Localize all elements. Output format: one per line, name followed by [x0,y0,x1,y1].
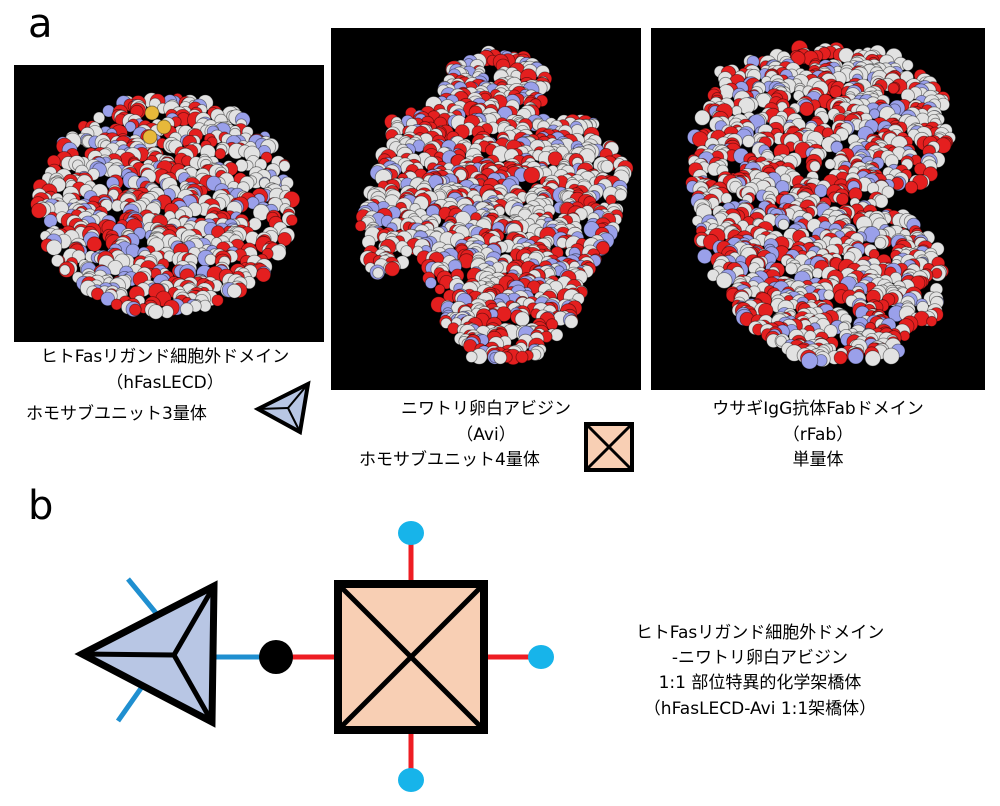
hfaslecd-caption-oligomer: ホモサブユニット3量体 [26,404,207,424]
trimer-symbol [74,580,218,728]
rfab-caption-name: ウサギIgG抗体Fabドメイン [712,399,924,419]
end-group-top [398,521,424,545]
conjugate-caption-line2: -ニワトリ卵白アビジン [671,648,849,668]
hfaslecd-caption-abbrev: （hFasLECD） [106,373,224,393]
panel-label-a: a [28,1,53,47]
panel-label-b: b [28,483,54,529]
rfab-caption-abbrev: （rFab） [782,425,854,445]
rfab-structure-image [651,28,985,390]
rfab-caption-oligomer: 単量体 [792,450,844,470]
conjugate-caption-line1: ヒトFasリガンド細胞外ドメイン [635,623,885,643]
conjugate-caption-line4: （hFasLECD-Avi 1:1架橋体） [643,699,877,719]
square-tetramer-icon [584,422,634,472]
hfaslecd-molecule [30,92,301,320]
avidin-caption-oligomer: ホモサブユニット4量体 [359,450,540,470]
avidin-caption-abbrev: （Avi） [456,425,516,445]
triangle-trimer-icon [253,380,311,436]
conjugate-caption-line3: 1:1 部位特異的化学架橋体 [658,673,862,693]
conjugate-diagram [74,521,554,792]
avidin-molecule [354,45,634,366]
tetramer-symbol [334,580,488,734]
end-group-right [528,645,554,669]
avidin-structure-image [331,28,641,390]
crosslinker-dot [259,640,293,674]
hfaslecd-structure-image [14,65,324,342]
hfaslecd-caption-name: ヒトFasリガンド細胞外ドメイン [40,347,290,367]
rfab-molecule [685,39,956,370]
end-group-bottom [398,768,424,792]
avidin-caption-name: ニワトリ卵白アビジン [401,399,571,419]
